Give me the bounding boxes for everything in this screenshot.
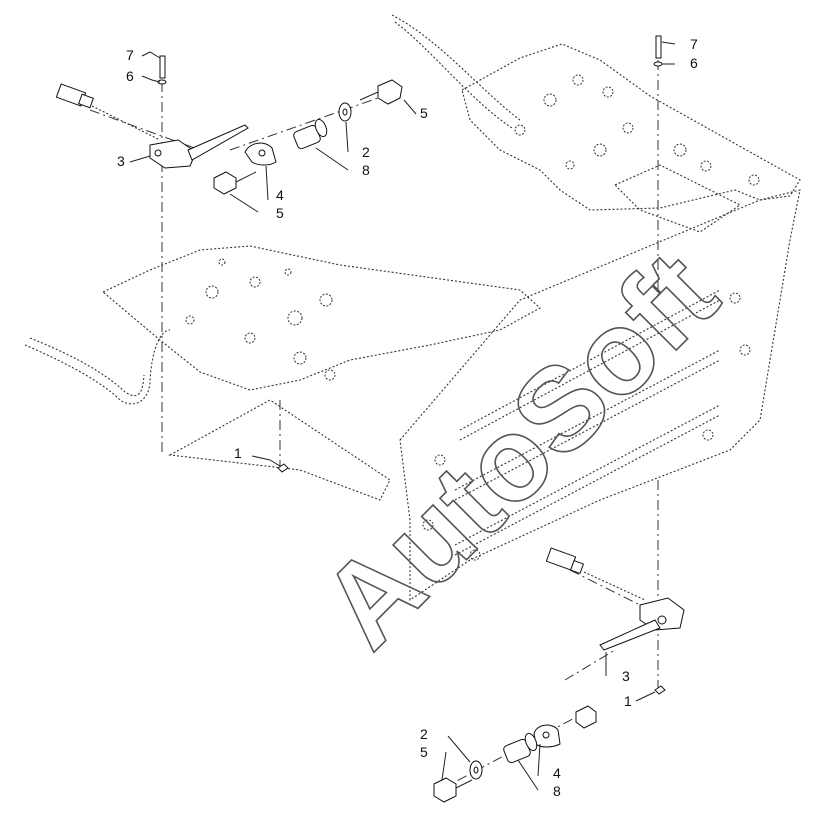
callout-6-upper-right: 6 [690, 55, 698, 71]
bolt-lower-right-lower [433, 777, 473, 803]
pin-upper-right [653, 35, 663, 67]
bolt-upper-left-upper [359, 79, 403, 105]
pin-upper-left [157, 55, 167, 85]
callout-2-lower-right: 2 [420, 726, 428, 742]
leader-lines [129, 41, 676, 791]
cable-harness-left [24, 329, 171, 405]
retainer-left [277, 463, 289, 473]
callout-3-upper-left: 3 [117, 153, 125, 169]
cable-harness-top [391, 14, 521, 129]
callout-4-lower-right: 4 [553, 765, 561, 781]
callout-5-upper-left-upper: 5 [420, 105, 428, 121]
callout-7-upper-left: 7 [126, 47, 134, 63]
center-lines [89, 60, 659, 791]
bracket-upper-left [244, 142, 277, 166]
sensor-upper-left [149, 124, 249, 169]
upper-right-plate [461, 43, 801, 233]
bushing-upper-left [293, 118, 328, 150]
sensor-lower-right [599, 597, 685, 651]
washer-lower-right [469, 760, 483, 780]
callout-3-lower-right: 3 [622, 668, 630, 684]
callout-4-upper-left: 4 [276, 187, 284, 203]
vertical-side-plate [168, 189, 801, 602]
connector-upper-left [55, 83, 161, 141]
callout-5-upper-left-lower: 5 [276, 205, 284, 221]
bolt-lower-right-upper [575, 705, 597, 729]
callout-6-upper-left: 6 [126, 68, 134, 84]
callout-7-upper-right: 7 [690, 36, 698, 52]
washer-upper-left [338, 102, 352, 122]
callout-8-upper-left: 8 [362, 162, 370, 178]
callout-1-left: 1 [234, 445, 242, 461]
callout-5-lower-right: 5 [420, 744, 428, 760]
retainer-lower-right [654, 685, 666, 695]
callout-1-lower-right: 1 [624, 693, 632, 709]
bushing-lower-right [503, 732, 538, 764]
connector-lower-right [545, 547, 646, 601]
main-left-plate [101, 245, 541, 391]
bracket-lower-right [533, 724, 561, 748]
callouts: 7 6 3 4 5 2 8 5 7 6 1 3 1 2 5 4 8 [117, 36, 698, 799]
callout-8-lower-right: 8 [553, 783, 561, 799]
callout-2-upper-left: 2 [362, 144, 370, 160]
bolt-upper-left-lower [213, 171, 257, 195]
